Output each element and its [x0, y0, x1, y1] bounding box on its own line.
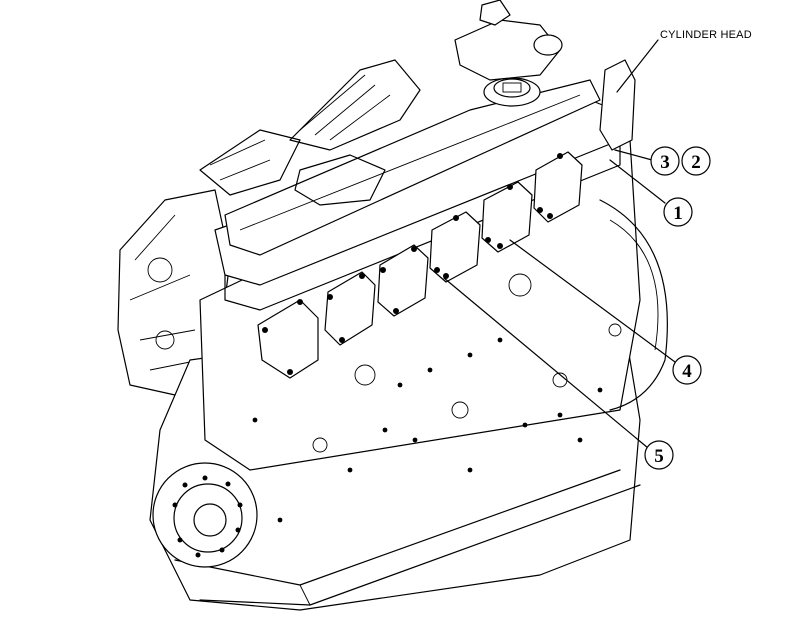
callout-3: 3: [650, 146, 680, 176]
callout-4-label: 4: [682, 361, 692, 382]
callout-2: 2: [681, 146, 711, 176]
callout-5: 5: [644, 440, 674, 470]
cylinder-head-label: CYLINDER HEAD: [660, 29, 752, 41]
engine-block: [117, 0, 668, 611]
callout-2-label: 2: [691, 152, 701, 173]
callout-3-label: 3: [660, 152, 670, 173]
leader-lines: [443, 39, 676, 449]
callout-1: 1: [663, 197, 693, 227]
callout-4: 4: [672, 355, 702, 385]
callout-1-label: 1: [673, 203, 683, 224]
exhaust-port-covers: [257, 151, 583, 379]
callout-5-label: 5: [654, 446, 664, 467]
